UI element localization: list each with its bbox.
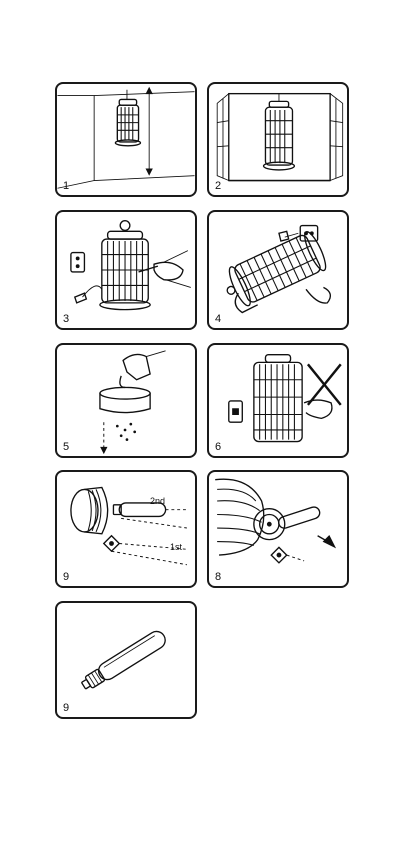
panel-number: 1 [63,180,70,192]
panel-empty-tray: 5 [55,343,197,458]
panel-unplug-tilt: 4 [207,210,349,330]
panel-number: 3 [63,313,70,325]
bulb-replace-illustration [215,478,337,564]
panel-bulb-replace: 8 [207,470,349,588]
tray-removal-illustration [99,350,166,455]
window-lamp-illustration [216,92,344,182]
panel-number: 2 [215,180,222,192]
panel-number: 9 [63,702,70,714]
panel-number: 8 [215,571,222,583]
brush-cleaning-illustration [70,220,191,311]
uv-bulb-illustration [81,630,166,690]
panel-bulb-closeup: 9 [55,601,197,719]
hanging-lamp-illustration [57,86,195,189]
panel-number: 6 [215,441,222,453]
panel-number: 5 [63,441,70,453]
label-second-step: 2nd [150,496,166,506]
label-first-step: 1st [170,542,183,552]
no-touch-illustration [228,353,342,443]
panel-window-placement: 2 [207,82,349,197]
panel-number: 4 [215,313,222,325]
bulb-insert-illustration [70,486,187,566]
panel-cleaning-brush: 3 [55,210,197,330]
tilted-lamp-illustration [226,224,332,314]
panel-hanging-height: 1 [55,82,197,197]
panel-bulb-insert-order: 2nd 1st 9 [55,470,197,588]
panel-number: 9 [63,571,70,583]
panel-no-touch-warning: 6 [207,343,349,458]
